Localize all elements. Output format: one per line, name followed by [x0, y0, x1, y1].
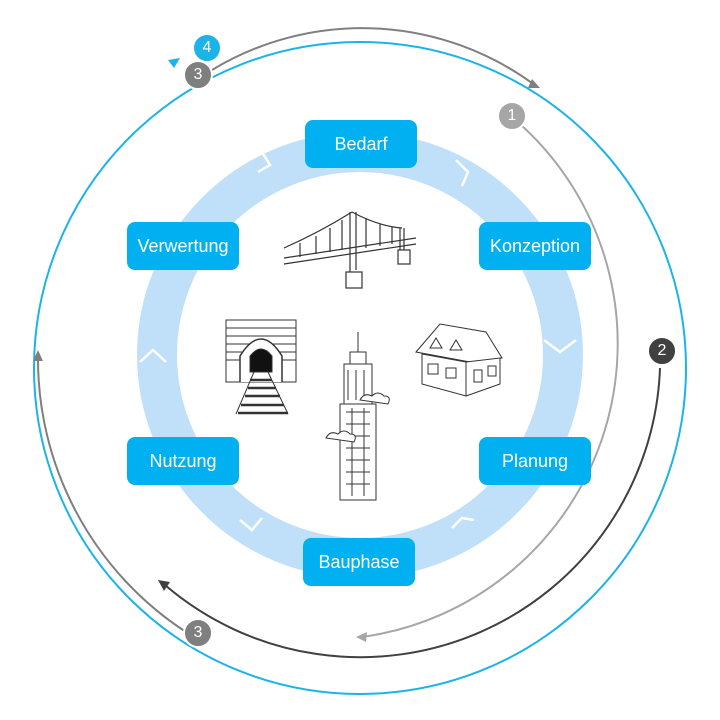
arc-3-left — [36, 355, 187, 633]
bridge-illustration — [283, 211, 417, 289]
arc-3-left-arrowhead — [33, 350, 43, 361]
outer-circle — [33, 41, 687, 695]
arc-1-arrowhead — [356, 632, 367, 642]
arc-3-top-arrowhead — [528, 79, 540, 88]
phase-box-verwertung: Verwertung — [127, 222, 239, 270]
ring-joints — [139, 151, 577, 532]
step-badge-3-top: 3 — [183, 60, 213, 90]
arc-4-arrowhead — [168, 58, 180, 68]
step-badge-4: 4 — [192, 33, 222, 63]
skyscraper-illustration — [325, 332, 390, 501]
arc-2-arrowhead — [158, 580, 170, 591]
phase-box-nutzung: Nutzung — [127, 437, 239, 485]
arc-3-top — [211, 27, 537, 87]
arc-2 — [164, 367, 661, 659]
arc-1 — [361, 123, 619, 638]
step-badge-1: 1 — [497, 101, 527, 131]
step-badge-3-bottom: 3 — [183, 618, 213, 648]
house-illustration — [415, 323, 503, 397]
phase-box-konzeption: Konzeption — [479, 222, 591, 270]
phase-box-planung: Planung — [479, 437, 591, 485]
phase-box-bedarf: Bedarf — [305, 120, 417, 168]
tunnel-illustration — [225, 319, 297, 415]
step-badge-2: 2 — [647, 336, 677, 366]
phase-box-bauphase: Bauphase — [303, 538, 415, 586]
